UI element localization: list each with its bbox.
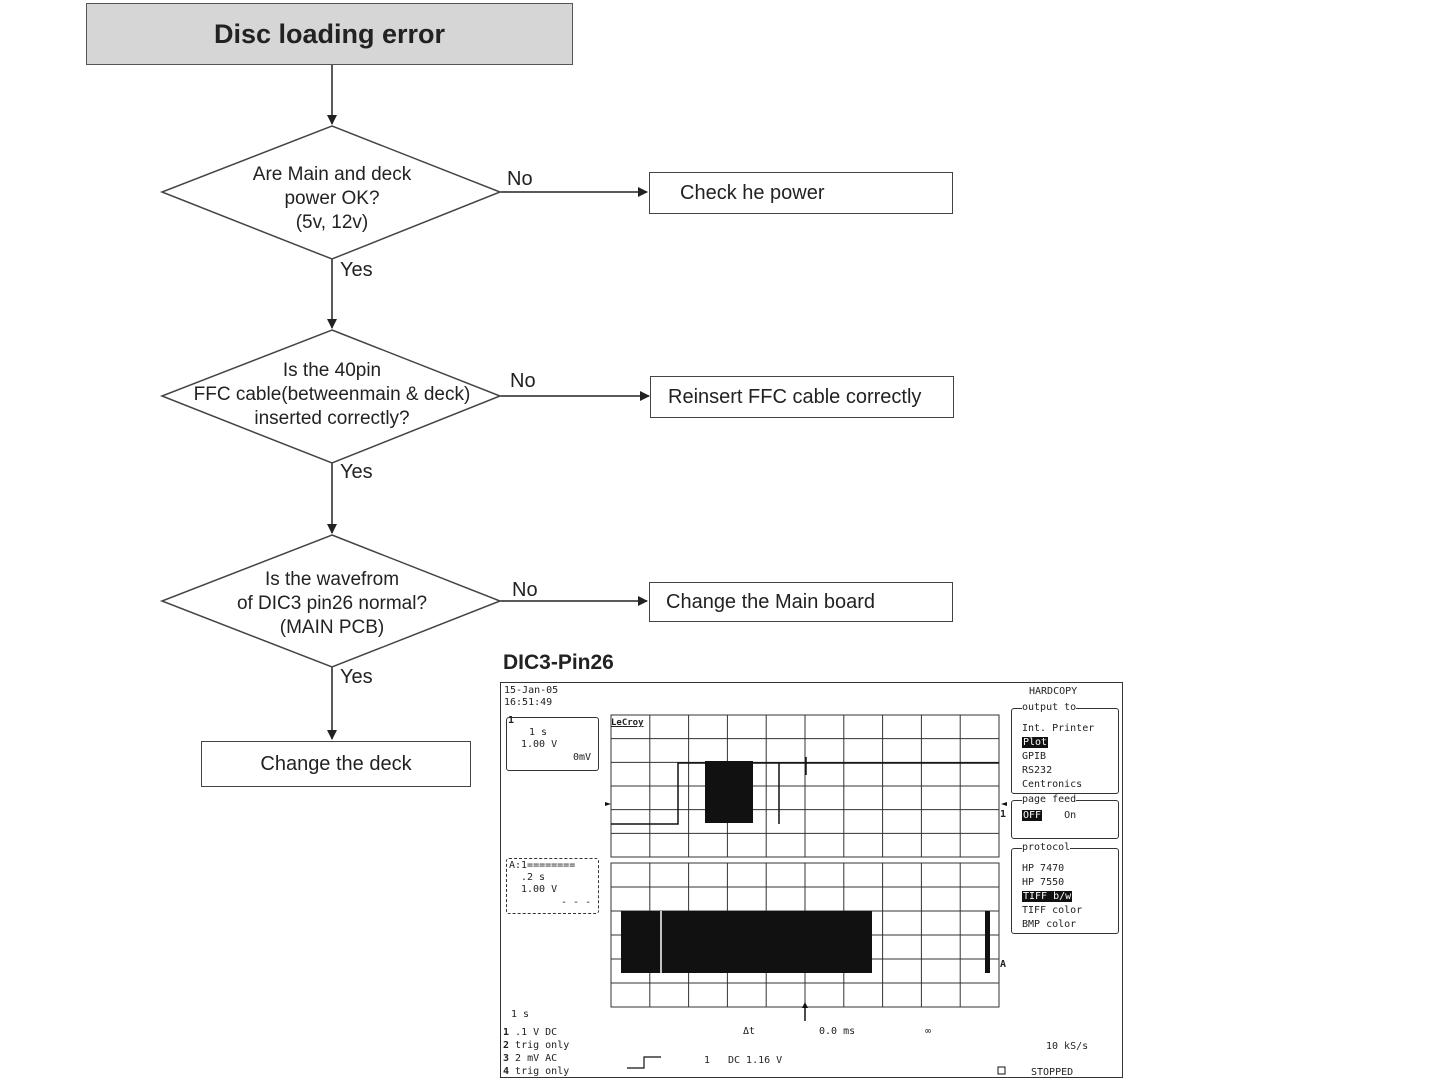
- scope-status: STOPPED: [1031, 1067, 1074, 1078]
- scope-output-option: GPIB: [1022, 751, 1047, 762]
- scope-protocol-label: protocol: [1022, 842, 1071, 854]
- scope-zoom-timebase: .2 s: [521, 872, 546, 883]
- scope-zoom-offset: - - -: [561, 897, 592, 908]
- scope-delta-t-label: Δt: [743, 1026, 756, 1037]
- scope-ch1-burst: [705, 761, 753, 823]
- scope-ch1-trace-marker: 1: [1000, 809, 1007, 820]
- scope-channel-list: 1 .1 V DC 2 trig only 3 2 mV AC 4 trig only: [503, 1026, 570, 1077]
- scope-ch1-timebase: 1 s: [529, 727, 548, 738]
- scope-ground-marker-right: [1001, 802, 1007, 806]
- scope-protocol-option: TIFF b/w: [1022, 891, 1073, 902]
- scope-output-option: Centronics: [1022, 779, 1083, 790]
- decision-1-no-label: No: [507, 168, 533, 190]
- decision-1-line: power OK?: [284, 188, 380, 209]
- decision-1-line: Are Main and deck: [252, 164, 412, 185]
- decision-3-line: (MAIN PCB): [279, 617, 385, 638]
- decision-diamond-1: [159, 125, 503, 260]
- decision-2-line: FFC cable(betweenmain & deck): [193, 384, 471, 405]
- scope-output-option: Int. Printer: [1022, 723, 1095, 734]
- scope-page-feed-row: OFF On: [1022, 810, 1076, 822]
- scope-bottom-timebase: 1 s: [511, 1009, 530, 1020]
- scope-menu-title: HARDCOPY: [1029, 686, 1078, 697]
- scope-zoom-volts: 1.00 V: [521, 884, 558, 895]
- scope-zoom-info-box: A:1======== .2 s 1.00 V - - -: [506, 858, 599, 914]
- decision-diamond-3: [159, 534, 503, 668]
- decision-2-line: inserted correctly?: [254, 408, 410, 429]
- decision-2-yes-label: Yes: [340, 461, 373, 483]
- decision-1-line: (5v, 12v): [295, 212, 369, 233]
- scope-ch1-offset: 0mV: [573, 752, 592, 763]
- decision-1-text: Are Main and deck power OK? (5v, 12v): [212, 163, 452, 235]
- scope-zoom-burst: [621, 911, 872, 973]
- scope-ch1-marker: 1: [508, 715, 515, 726]
- scope-output-option: Plot: [1022, 737, 1049, 748]
- scope-caption: DIC3-Pin26: [503, 651, 614, 674]
- scope-time: 16:51:49: [504, 697, 553, 708]
- decision-2-text: Is the 40pin FFC cable(betweenmain & dec…: [182, 359, 482, 431]
- scope-page-feed-option: On: [1064, 810, 1077, 821]
- action-change-main-board: Change the Main board: [649, 582, 953, 622]
- action-change-deck: Change the deck: [201, 741, 471, 787]
- scope-trigger-channel: 1: [704, 1055, 711, 1066]
- scope-delta-t-value: 0.0 ms: [819, 1026, 856, 1037]
- scope-ch1-info-box: 1 1 s 1.00 V 0mV: [506, 715, 599, 771]
- decision-3-line: Is the wavefrom: [264, 569, 400, 590]
- decision-3-text: Is the wavefrom of DIC3 pin26 normal? (M…: [212, 568, 452, 640]
- scope-ch1-waveform: [611, 757, 999, 825]
- scope-zoom-header: A:1========: [509, 860, 576, 871]
- scope-page-feed-label: page feed: [1022, 794, 1077, 806]
- scope-zoom-trace-marker: A: [1000, 959, 1007, 970]
- scope-infinity: ∞: [925, 1026, 932, 1037]
- scope-grids: [605, 714, 1007, 1075]
- scope-channel-row: 3 2 mV AC: [503, 1053, 558, 1064]
- decision-3-no-label: No: [512, 579, 538, 601]
- scope-output-label: output to: [1022, 702, 1077, 714]
- scope-page-feed-panel: page feed OFF On: [1011, 794, 1119, 839]
- action-reinsert-ffc: Reinsert FFC cable correctly: [650, 376, 954, 418]
- scope-date: 15-Jan-05: [504, 685, 559, 696]
- scope-protocol-option: BMP color: [1022, 919, 1077, 930]
- scope-protocol-option: HP 7550: [1022, 877, 1065, 888]
- scope-output-option: RS232: [1022, 765, 1053, 776]
- decision-diamond-2: [159, 329, 503, 464]
- decision-1-yes-label: Yes: [340, 259, 373, 281]
- action-check-power: Check he power: [649, 172, 953, 214]
- scope-sample-rate: 10 kS/s: [1046, 1041, 1089, 1052]
- decision-3-line: of DIC3 pin26 normal?: [236, 593, 428, 614]
- scope-protocol-option: TIFF color: [1022, 905, 1083, 916]
- decision-2-no-label: No: [510, 370, 536, 392]
- scope-zoom-burst-tail: [985, 911, 990, 973]
- scope-trigger-level: DC 1.16 V: [728, 1055, 783, 1066]
- scope-channel-row: 2 trig only: [503, 1040, 570, 1051]
- flowchart-title: Disc loading error: [86, 3, 573, 65]
- scope-ground-marker-left: [605, 802, 611, 806]
- scope-ch1-volts: 1.00 V: [521, 739, 558, 750]
- scope-brand: LeCroy: [611, 718, 644, 728]
- scope-page-feed-options: OFF On: [1022, 810, 1076, 822]
- scope-page-feed-option: OFF: [1022, 810, 1043, 821]
- scope-channel-row: 4 trig only: [503, 1066, 570, 1077]
- scope-channel-row: 1 .1 V DC: [503, 1027, 558, 1038]
- scope-protocol-option: HP 7470: [1022, 863, 1065, 874]
- decision-2-line: Is the 40pin: [282, 360, 382, 381]
- oscilloscope-screen: 15-Jan-05 16:51:49 1 1 s 1.00 V 0mV A:1=…: [500, 682, 1123, 1078]
- decision-3-yes-label: Yes: [340, 666, 373, 688]
